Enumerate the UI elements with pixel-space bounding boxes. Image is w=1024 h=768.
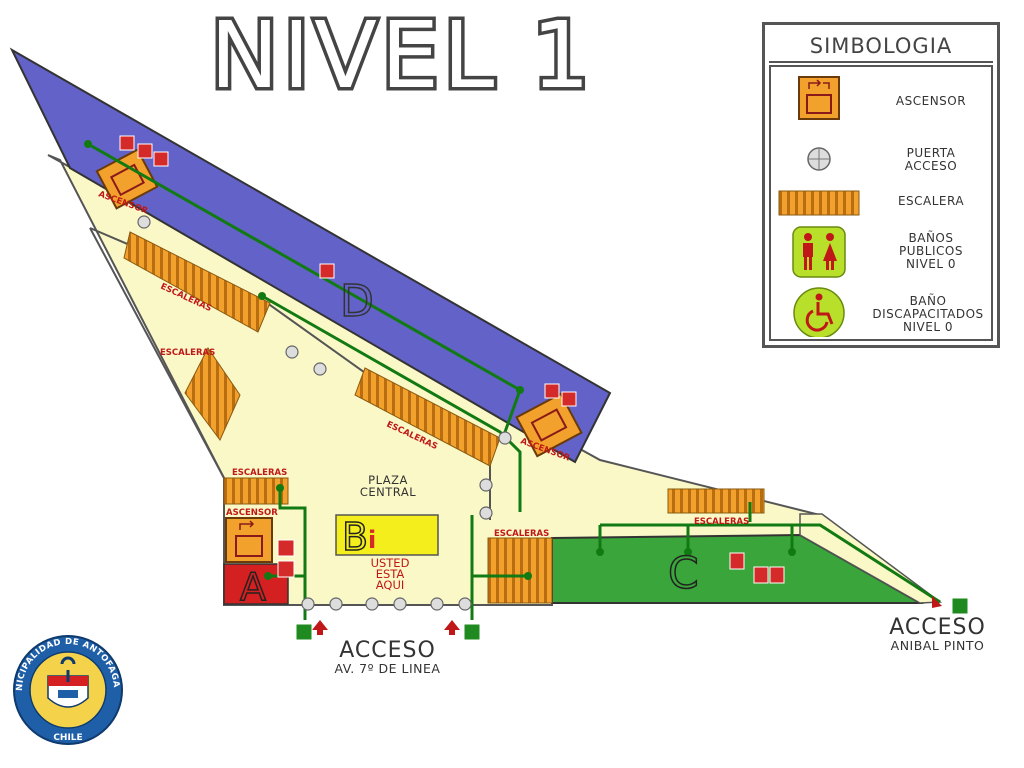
legend-label-restrooms: BAÑOS PUBLICOS NIVEL 0 (871, 232, 991, 271)
stairs-group (123, 231, 765, 604)
zone-a-letter: A (240, 565, 266, 609)
zone-a-area (223, 563, 289, 605)
plaza-label-line2: CENTRAL (360, 485, 416, 499)
you-are-here-line1: USTED (371, 556, 410, 570)
legend-label-accessible-restroom: BAÑO DISCAPACITADOS NIVEL 0 (861, 295, 995, 334)
inner-wall (89, 227, 225, 479)
zone-b-letter: B (342, 515, 368, 559)
map-title: NIVEL 1 (207, 2, 595, 109)
label-escaleras-4: ESCALERAS (232, 468, 287, 478)
info-icon: i (368, 526, 376, 554)
main-access-street: AV. 7º DE LINEA (334, 661, 441, 676)
zone-b-sign (335, 514, 439, 556)
service-signs (119, 135, 785, 584)
stairs-2 (184, 347, 241, 441)
legend-label-line: BAÑO (909, 294, 947, 308)
legend-label-line: NIVEL 0 (903, 320, 953, 334)
legend-label-line: NIVEL 0 (906, 257, 956, 271)
access-doors (137, 215, 512, 611)
entry-arrows (312, 596, 942, 635)
stairs-4 (223, 477, 289, 505)
legend-label-stairs: ESCALERA (871, 195, 991, 208)
legend-title: SIMBOLOGIA (769, 29, 993, 63)
legend-label-line: ESCALERA (897, 194, 965, 208)
legend-panel: SIMBOLOGIA (762, 22, 1000, 348)
legend-body: ASCENSOR PUERTA ACCESO ESCALERA BAÑOS PU… (769, 65, 993, 341)
door-access-icon (807, 147, 831, 171)
legend-label-elevator: ASCENSOR (871, 95, 991, 108)
elevator-icon (515, 392, 583, 458)
side-access-street: ANIBAL PINTO (890, 638, 985, 653)
label-escaleras-6: ESCALERAS (694, 517, 749, 527)
elevator-icon (798, 76, 840, 120)
plaza-label-line1: PLAZA (368, 473, 408, 487)
elevator-icon (225, 517, 273, 563)
side-access-title: ACCESO (889, 615, 986, 640)
restroom-icon (792, 226, 846, 278)
legend-label-door: PUERTA ACCESO (871, 147, 991, 173)
stairs-5 (487, 537, 553, 604)
you-are-here-line3: AQUI (376, 578, 405, 592)
label-escaleras-2: ESCALERAS (160, 348, 215, 358)
route-nodes (84, 140, 796, 580)
you-are-here-line2: ESTA (376, 567, 405, 581)
legend-label-line: PUERTA (906, 146, 956, 160)
legend-icons (778, 76, 860, 337)
zone-d-letter: D (340, 276, 374, 327)
stairs-1 (123, 231, 271, 333)
side-access-label: ACCESO ANIBAL PINTO (870, 615, 1005, 653)
stairs-6 (667, 488, 765, 514)
wheelchair-icon (793, 287, 845, 337)
stairs-icon (778, 190, 860, 216)
zone-c-letter: C (668, 548, 699, 599)
legend-label-line: ASCENSOR (895, 94, 967, 108)
legend-label-line: ACCESO (904, 159, 958, 173)
label-ascensor-3: ASCENSOR (226, 508, 278, 518)
legend-label-line: BAÑOS (908, 231, 954, 245)
main-access-label: ACCESO AV. 7º DE LINEA (300, 638, 475, 676)
evacuation-routes (87, 142, 941, 620)
seal-country: CHILE (53, 733, 82, 743)
exit-sign-icon (295, 597, 969, 641)
main-access-title: ACCESO (339, 638, 436, 663)
legend-label-line: DISCAPACITADOS (872, 307, 984, 321)
legend-label-line: PUBLICOS (899, 244, 963, 258)
label-escaleras-5: ESCALERAS (494, 529, 549, 539)
stairs-3 (354, 367, 501, 467)
